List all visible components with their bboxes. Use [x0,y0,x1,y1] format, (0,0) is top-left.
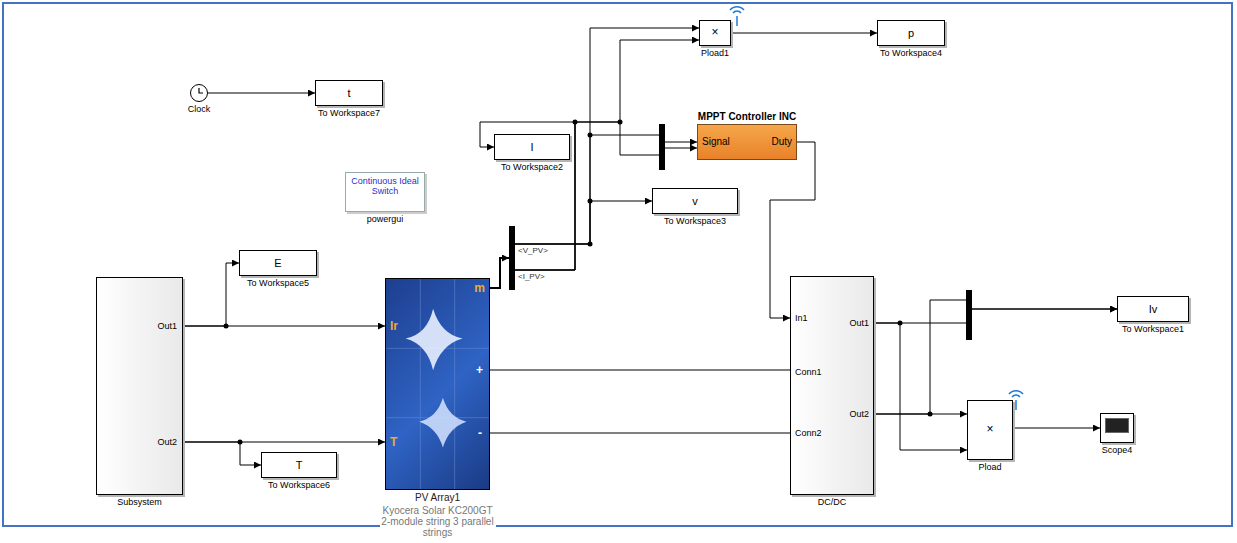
signal-line [208,93,315,94]
block-name: To Workspace4 [879,48,943,58]
port-name: T [390,436,397,450]
solar-panel-art [386,279,489,489]
mux-bar [659,124,665,170]
physical-wire [490,433,790,434]
to-workspace-block: pTo Workspace4 [877,20,945,46]
mppt-subsystem: MPPT Controller INCSignalDuty [697,124,797,160]
signal-line [874,323,967,450]
signal-name: <V_PV> [518,246,548,255]
physical-wire [490,370,790,371]
to-workspace-block: vTo Workspace3 [652,188,738,214]
powergui-block: Continuous Ideal Switchpowergui [345,172,425,212]
signal-line [183,442,261,465]
block-name: Clock [187,104,212,114]
scope-block: Scope4 [1100,413,1134,443]
product-block: ×Pload1 [699,20,731,46]
block-name: Subsystem [116,497,163,507]
variable-name: Iv [1118,303,1188,316]
scope-screen [1105,418,1129,433]
bus-selector: <V_PV><I_PV> [509,226,515,290]
signal-line [515,201,652,244]
dcdc-subsystem: In1Conn1Conn2Out1Out2DC/DC [790,276,874,495]
port-name: Conn1 [795,367,822,377]
block-name: powergui [366,214,405,224]
signal-line [183,263,239,326]
variable-name: t [316,87,382,100]
variable-name: T [262,459,336,472]
variable-name: I [495,141,569,154]
to-workspace-block: IvTo Workspace1 [1117,296,1189,322]
port-name: Signal [702,136,730,148]
to-workspace-block: ETo Workspace5 [239,250,317,276]
solver-mode: Continuous Ideal Switch [348,177,422,197]
mux-bar [966,290,972,340]
block-name: To Workspace7 [317,108,381,118]
port-name: m [474,282,485,296]
block-name: To Workspace2 [500,162,564,172]
signal-line [874,309,1117,323]
block-caption: Kyocera Solar KC200GT 2-module string 3 … [380,505,496,538]
block-title: MPPT Controller INC [698,111,796,123]
signal-logging-icon [730,7,1023,410]
port-name: Out2 [849,409,869,419]
variable-name: v [653,195,737,208]
port-name: Duty [771,136,792,148]
port-name: Out2 [157,437,177,447]
block-name: To Workspace1 [1121,324,1185,334]
block-name: Pload [977,462,1002,472]
to-workspace-block: tTo Workspace7 [315,80,383,106]
signal-line [1013,428,1100,429]
port-name: In1 [795,313,808,323]
clock-block: Clock [190,84,208,102]
clock-hands [191,85,207,101]
port-name: Out1 [849,318,869,328]
port-name: Ir [390,320,398,334]
block-name: To Workspace3 [663,216,727,226]
block-symbol: × [968,423,1012,437]
pv-array-block: IrTm+-PV Array1Kyocera Solar KC200GT 2-m… [385,278,490,490]
to-workspace-block: ITo Workspace2 [494,134,570,160]
subsystem-block: Out1Out2Subsystem [96,277,183,495]
signal-line [731,33,877,34]
block-symbol: × [700,26,730,40]
block-name: DC/DC [817,497,848,507]
block-name: PV Array1 [414,492,461,504]
frame-border [3,3,1232,526]
block-name: Scope4 [1101,445,1134,455]
block-name: To Workspace5 [246,278,310,288]
port-name: Out1 [157,321,177,331]
signal-line [490,258,509,288]
product-block: ×Pload [967,400,1013,460]
signal-line [480,122,575,270]
to-workspace-block: TTo Workspace6 [261,452,337,478]
signal-line [874,300,1117,414]
variable-name: E [240,257,316,270]
signal-line [874,414,967,415]
terminal-name: - [478,427,482,441]
terminal-name: + [476,364,483,378]
variable-name: p [878,27,944,40]
signal-name: <I_PV> [518,272,545,281]
port-name: Conn2 [795,428,822,438]
block-name: To Workspace6 [267,480,331,490]
block-name: Pload1 [700,48,730,58]
